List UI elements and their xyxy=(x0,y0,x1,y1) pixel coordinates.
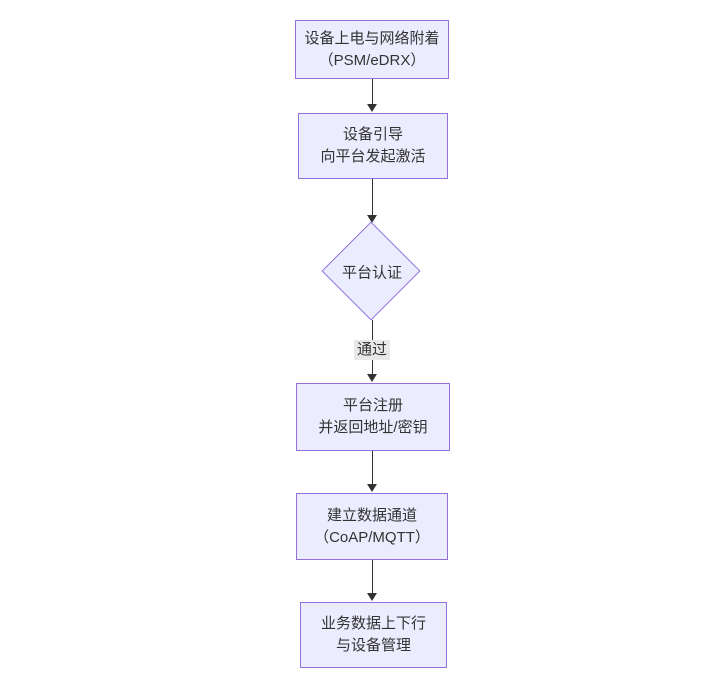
edge-line xyxy=(371,179,373,216)
edge-line xyxy=(371,560,373,594)
edge-line xyxy=(371,79,373,105)
edge-a-b xyxy=(366,79,378,112)
node-label-line: 向平台发起激活 xyxy=(320,148,426,165)
node-label-line: 建立数据通道 xyxy=(326,506,417,524)
edge-label-pass: 通过 xyxy=(353,340,391,360)
arrow-down-icon xyxy=(367,484,377,492)
node-label-line: 并返回地址/密钥 xyxy=(318,419,428,436)
node-label-line: 设备上电与网络附着 xyxy=(304,29,440,47)
node-platform-register: 平台注册 并返回地址/密钥 xyxy=(296,383,450,451)
node-device-power-network-attach: 设备上电与网络附着 （PSM/eDRX） xyxy=(295,20,449,79)
node-label-line: 平台注册 xyxy=(342,397,403,414)
edge-e-f xyxy=(366,560,378,601)
decision-platform-auth: 平台认证 xyxy=(321,221,421,321)
edge-b-c xyxy=(366,179,378,223)
node-label-line: （CoAP/MQTT） xyxy=(314,528,430,546)
arrow-down-icon xyxy=(367,374,377,382)
edge-line xyxy=(371,451,373,485)
node-label-line: 与设备管理 xyxy=(335,637,411,654)
arrow-down-icon xyxy=(367,215,377,223)
arrow-down-icon xyxy=(367,593,377,601)
node-device-bootstrap-activate: 设备引导 向平台发起激活 xyxy=(298,113,448,179)
node-label-line: （PSM/eDRX） xyxy=(318,51,426,69)
node-label-line: 平台认证 xyxy=(341,264,403,282)
node-label-line: 业务数据上下行 xyxy=(320,615,426,632)
node-label-line: 设备引导 xyxy=(342,126,403,143)
node-establish-data-channel: 建立数据通道 （CoAP/MQTT） xyxy=(296,493,448,560)
node-business-data-device-mgmt: 业务数据上下行 与设备管理 xyxy=(300,602,447,668)
edge-d-e xyxy=(366,451,378,492)
arrow-down-icon xyxy=(367,104,377,112)
